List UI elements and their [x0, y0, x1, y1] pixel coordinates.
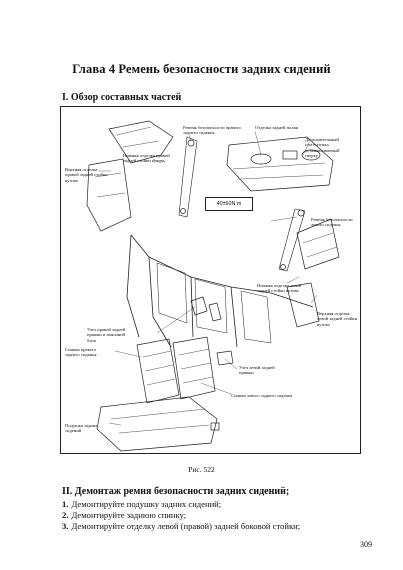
- body-frame-shape: [126, 234, 314, 348]
- left-belt-webbing: [278, 208, 306, 272]
- label-left-backrest: Спинка левого заднего сиденья: [231, 393, 293, 398]
- section-title: Обзор составных частей: [70, 92, 182, 103]
- upper-right-pillar-trim-shape: [108, 120, 174, 164]
- label-lower-right-trim: Нижняя отделка правой задней стойки кузо…: [123, 153, 170, 164]
- section-heading-overview: I. Обзор составных частей: [62, 92, 181, 103]
- label-upper-left-trim: Верхняя отделка левой задней стойки кузо…: [317, 311, 358, 327]
- torque-spec-box: 40±60N m: [205, 197, 253, 211]
- step-text: Демонтируйте заднюю спинку;: [71, 510, 187, 520]
- step-item: 2.Демонтируйте заднюю спинку;: [62, 510, 300, 521]
- step-number: 3.: [62, 521, 69, 531]
- label-left-belt: Ремень безопасности левого сиденья: [311, 217, 353, 228]
- label-cushion: Подушка задних сидений: [65, 423, 98, 434]
- section-number: II.: [62, 486, 73, 497]
- label-lower-left-trim: Нижняя отделка левой задней стойки кузов…: [257, 283, 302, 294]
- exploded-view-drawing: [86, 120, 340, 452]
- exploded-view-figure: Ремень безопасности правого заднего сиде…: [60, 106, 361, 454]
- label-right-belt: Ремень безопасности правого заднего сиде…: [183, 125, 241, 136]
- label-left-buckle: Узел левой задней пряжки: [239, 365, 275, 376]
- section-heading-removal: II. Демонтаж ремня безопасности задних с…: [62, 486, 289, 497]
- step-item: 3.Демонтируйте отделку левой (правой) за…: [62, 521, 300, 532]
- step-item: 1.Демонтируйте подушку задних сидений;: [62, 499, 300, 510]
- step-text: Демонтируйте подушку задних сидений;: [71, 499, 222, 509]
- lower-right-pillar-trim-shape: [86, 158, 132, 232]
- parcel-shelf-shape: [226, 136, 334, 192]
- label-right-backrest: Спинка правого заднего сиденья: [65, 347, 97, 358]
- removal-steps-list: 1.Демонтируйте подушку задних сидений; 2…: [62, 499, 300, 532]
- step-number: 1.: [62, 499, 69, 509]
- lower-left-pillar-trim-shape: [286, 282, 320, 328]
- label-right-buckle: Узел правой задней пряжки и пояснной бло…: [87, 327, 126, 343]
- label-parcel-shelf: Отделка задней полки: [255, 125, 299, 130]
- label-stoplight: Дополнительный стоп-сигнал, устанавливае…: [305, 137, 340, 159]
- right-belt-webbing: [178, 136, 198, 218]
- left-buckle-shape: [216, 350, 234, 366]
- page-title: Глава 4 Ремень безопасности задних сиден…: [72, 62, 331, 76]
- right-buckle-shape: [190, 296, 222, 322]
- left-backrest-shape: [172, 336, 216, 400]
- figure-caption: Рис. 522: [188, 465, 215, 474]
- cushion-shape: [96, 396, 218, 452]
- label-upper-right-trim: Верхняя отделка правой задней стойки куз…: [65, 167, 108, 183]
- step-number: 2.: [62, 510, 69, 520]
- section-number: I.: [62, 92, 69, 103]
- right-backrest-shape: [136, 338, 180, 404]
- step-text: Демонтируйте отделку левой (правой) задн…: [71, 521, 301, 531]
- upper-left-pillar-trim-shape: [296, 218, 340, 270]
- page-number: 309: [360, 540, 372, 549]
- section-title: Демонтаж ремня безопасности задних сиден…: [74, 486, 290, 497]
